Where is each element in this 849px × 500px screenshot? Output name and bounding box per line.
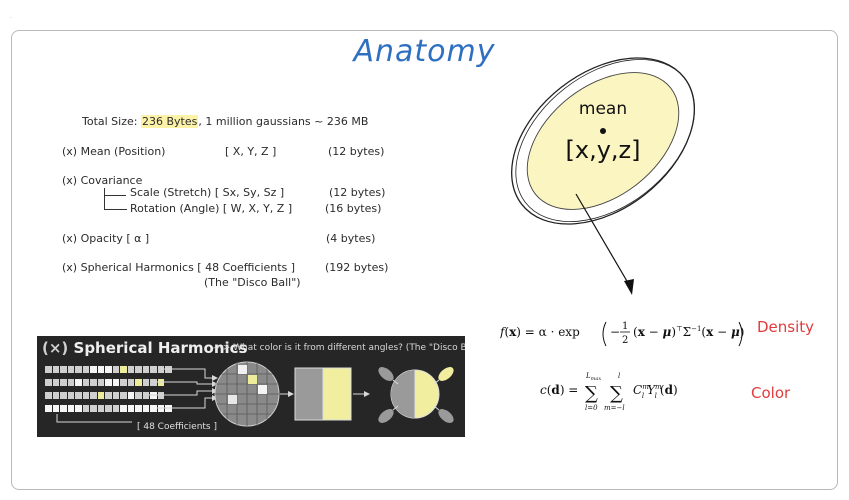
svg-text:2: 2 — [622, 335, 628, 346]
arrow-head — [624, 279, 634, 295]
total-size-bytes: 236 Bytes — [140, 115, 199, 128]
gaussian-coords: [x,y,z] — [566, 136, 641, 164]
opacity-size: (4 bytes) — [326, 232, 376, 245]
svg-text:1: 1 — [622, 321, 628, 332]
rotation-label: Rotation (Angle) [ W, X, Y, Z ] — [130, 202, 293, 215]
density-label: Density — [757, 318, 815, 336]
covariance-tree-branch — [104, 187, 126, 196]
covariance-tree-line — [104, 188, 127, 210]
sh-panel-subtitle: ---> What color is it from different ang… — [213, 343, 465, 353]
gray-swatch — [294, 367, 324, 421]
corner-dot: · — [10, 15, 12, 22]
color-label: Color — [751, 384, 791, 402]
sh-panel-caption: [ 48 Coefficients ] — [137, 422, 217, 432]
svg-text:(x − μ)⊤Σ−1(x − μ): (x − μ)⊤Σ−1(x − μ) — [633, 325, 744, 339]
svg-text:l=0: l=0 — [585, 404, 598, 412]
density-equation: f(x) = α · exp − 1 2 (x − μ)⊤Σ−1(x − μ) — [499, 316, 750, 353]
total-size-suffix: , 1 million gaussians ~ 236 MB — [198, 115, 369, 128]
svg-text:m=−l: m=−l — [604, 404, 625, 412]
sh-coefficient-row — [45, 366, 172, 373]
mean-size: (12 bytes) — [328, 145, 385, 158]
scale-label: Scale (Stretch) [ Sx, Sy, Sz ] — [130, 186, 285, 199]
gaussian-illustration: mean [x,y,z] — [511, 57, 695, 295]
svg-text:∑: ∑ — [610, 383, 623, 404]
svg-text:−: − — [610, 325, 620, 339]
svg-text:l: l — [618, 372, 620, 380]
sh-panel-x-mark: (×) — [42, 339, 69, 357]
sh-coefficient-row — [45, 379, 164, 386]
spherical-harmonics-panel: (×) Spherical Harmonics ---> What color … — [37, 336, 465, 437]
sh-label: (x) Spherical Harmonics [ 48 Coefficient… — [62, 261, 296, 274]
covariance-label: (x) Covariance — [62, 174, 143, 187]
mean-label: (x) Mean (Position) — [62, 145, 166, 158]
svg-text:∑: ∑ — [585, 383, 598, 404]
opacity-label: (x) Opacity [ α ] — [62, 232, 150, 245]
svg-text:f(x) = α · exp: f(x) = α · exp — [500, 325, 580, 339]
gaussian-mean-label: mean — [579, 99, 627, 119]
arrow-shaft — [575, 193, 632, 289]
sh-size: (192 bytes) — [325, 261, 389, 274]
sh-note: (The "Disco Ball") — [204, 276, 301, 289]
total-size-prefix: Total Size: — [82, 115, 141, 128]
canvas-frame — [11, 30, 838, 490]
rotation-size: (16 bytes) — [325, 202, 382, 215]
scale-size: (12 bytes) — [329, 186, 386, 199]
page-title: Anatomy — [353, 34, 496, 69]
mean-params: [ X, Y, Z ] — [225, 145, 277, 158]
sh-panel-title: (×) Spherical Harmonics — [42, 339, 247, 357]
gaussian-outer-ellipse-sketch — [515, 59, 695, 223]
svg-text:Lmax: Lmax — [585, 372, 601, 382]
sh-panel-title-text: Spherical Harmonics — [73, 339, 248, 357]
sh-diagram-graphics — [56, 361, 454, 427]
gaussian-inner-ellipse — [526, 72, 680, 210]
svg-text:c(d) =: c(d) = — [540, 383, 578, 397]
total-size-line: Total Size: 236 Bytes, 1 million gaussia… — [82, 115, 368, 128]
mean-point — [600, 128, 606, 134]
view-sphere-icon — [378, 367, 454, 423]
yellow-swatch — [322, 367, 352, 421]
disco-ball-icon — [214, 361, 280, 427]
